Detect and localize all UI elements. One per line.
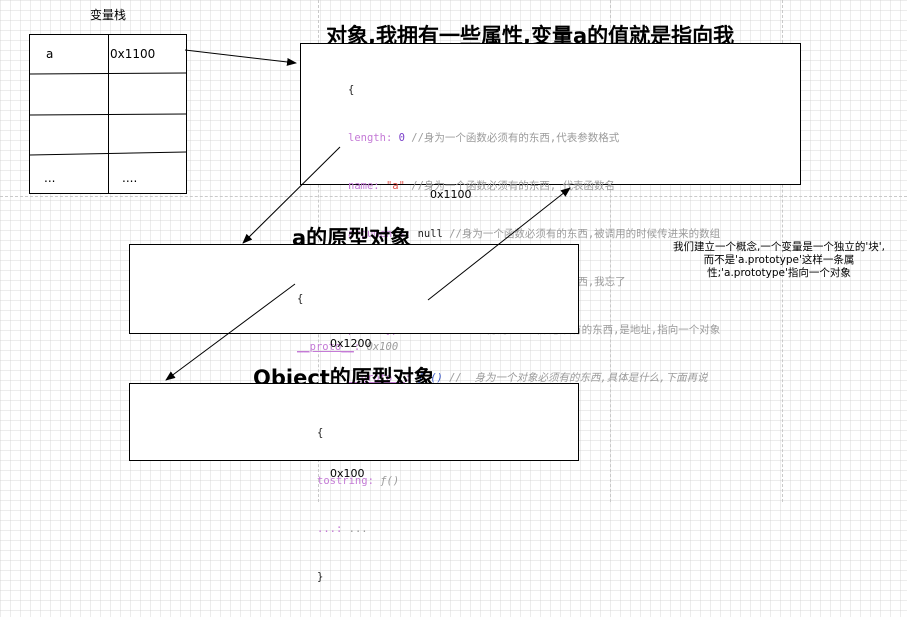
open-brace: { — [348, 84, 355, 96]
property-sep: : — [385, 132, 399, 144]
arrow-proto-to-object-prototype — [165, 283, 296, 381]
property-value: 0x100 — [366, 341, 399, 353]
property-key: __proto__ — [297, 341, 354, 353]
object-prototype-box: { tostring: ƒ() ...: ... } — [129, 383, 579, 583]
stack-var-value: 0x1100 — [110, 47, 156, 61]
close-brace: } — [317, 571, 324, 583]
pointer-arrows — [165, 49, 571, 381]
property-sep: : — [335, 523, 349, 535]
stack-var-name: ... — [44, 171, 56, 185]
property-sep: : — [353, 341, 367, 353]
property-line: name: "a" //身为一个函数必须有的东西, 代表函数名 — [348, 178, 720, 194]
property-comment: //身为一个函数必须有的东西, 代表函数名 — [404, 180, 616, 192]
property-line: ...: ... — [317, 521, 399, 537]
property-key: name — [348, 180, 374, 192]
stack-var-value: .... — [122, 171, 138, 185]
property-line: tostring: ƒ() — [317, 473, 399, 489]
property-value: ƒ () — [417, 372, 443, 384]
open-brace: { — [297, 293, 304, 305]
arrow-constructor-to-function-object — [427, 187, 571, 301]
property-key: length — [348, 132, 386, 144]
property-line: arguments: null //身为一个函数必须有的东西,被调用的时候传进来… — [348, 226, 720, 242]
property-comment: //身为一个函数必须有的东西,被调用的时候传进来的数组 — [442, 228, 721, 240]
property-key: tostring — [317, 475, 368, 487]
property-value: ƒ() — [380, 475, 400, 487]
property-value: null — [417, 228, 443, 240]
stack-row-lines — [30, 72, 186, 156]
side-note: 我们建立一个概念,一个变量是一个独立的'块',而不是'a.prototype'这… — [673, 241, 885, 279]
property-value: ... — [348, 523, 368, 535]
guide-line — [0, 196, 907, 197]
guide-line — [610, 0, 611, 502]
object-prototype-address: 0x100 — [330, 467, 365, 480]
property-key: ... — [317, 523, 336, 535]
property-key: __proto__ — [348, 372, 405, 384]
guide-line — [782, 0, 783, 502]
property-line: __proto__: 0x100 — [297, 339, 417, 355]
property-comment: //身为一个函数必须有的东西,代表参数格式 — [404, 132, 620, 144]
property-sep: : — [404, 228, 418, 240]
arrow-proto-to-a-prototype — [242, 146, 341, 244]
a-prototype-address: 0x1200 — [330, 337, 372, 350]
property-key: arguments — [348, 228, 405, 240]
property-sep: : — [367, 475, 381, 487]
property-line: __proto__: ƒ () // 身为一个对象必须有的东西,具体是什么,下面… — [348, 370, 720, 386]
stack-var-name: a — [46, 47, 54, 61]
property-sep: : — [373, 180, 386, 192]
arrow-a-to-function-object — [184, 49, 297, 66]
open-brace: { — [317, 427, 324, 439]
property-value: 0 — [398, 132, 405, 144]
function-object-address: 0x1100 — [430, 188, 472, 201]
property-line: length: 0 //身为一个函数必须有的东西,代表参数格式 — [348, 130, 720, 146]
variable-stack-table: a 0x1100 ... .... — [29, 34, 187, 194]
property-comment: // 身为一个对象必须有的东西,具体是什么,下面再说 — [442, 372, 708, 384]
property-value: "a" — [385, 180, 405, 192]
property-sep: : — [404, 372, 418, 384]
stack-title: 变量栈 — [90, 8, 127, 22]
